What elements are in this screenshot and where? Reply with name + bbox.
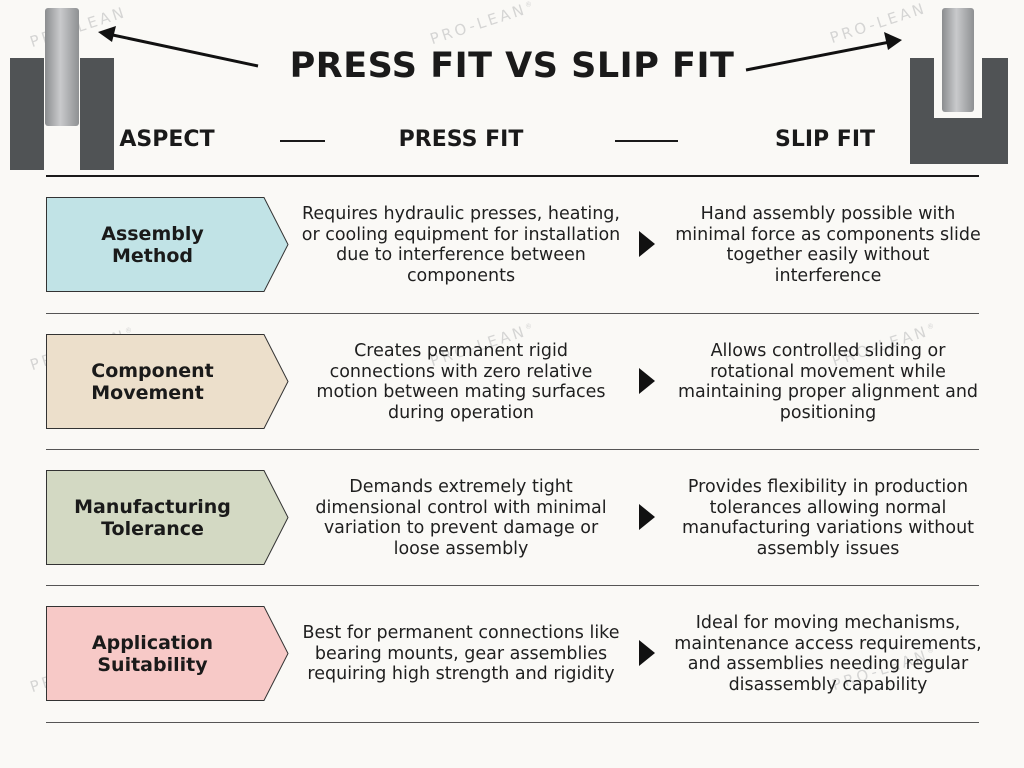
chevron-tag-icon	[46, 334, 289, 429]
slip-fit-cell: Hand assembly possible with minimal forc…	[675, 204, 981, 286]
chevron-tag-icon	[46, 606, 289, 701]
press-fit-pin-icon	[10, 8, 114, 170]
aspect-tag: Component Movement	[46, 334, 289, 429]
row-divider	[46, 722, 979, 723]
column-header-aspect: ASPECT	[119, 127, 215, 152]
watermark: PRO-LEAN®	[427, 0, 534, 49]
row-divider	[46, 585, 979, 586]
chevron-tag-icon	[46, 470, 289, 565]
column-header-slip-fit: SLIP FIT	[774, 127, 876, 152]
aspect-label: Component Movement	[91, 359, 214, 404]
arrow-right-icon	[745, 32, 902, 72]
triangle-arrow-icon	[639, 504, 655, 530]
table-row: Assembly Method Requires hydraulic press…	[0, 177, 1024, 313]
triangle-arrow-icon	[639, 231, 655, 257]
table-top-rule	[46, 175, 979, 177]
aspect-label: Application Suitability	[91, 631, 214, 676]
slip-fit-cell: Allows controlled sliding or rotational …	[677, 341, 979, 423]
triangle-arrow-icon	[639, 368, 655, 394]
page-title: PRESS FIT VS SLIP FIT	[289, 46, 735, 86]
header-divider	[280, 140, 325, 142]
triangle-arrow-icon	[639, 640, 655, 666]
aspect-tag: Application Suitability	[46, 606, 289, 701]
aspect-tag: Assembly Method	[46, 197, 289, 292]
press-fit-cell: Requires hydraulic presses, heating, or …	[301, 204, 621, 286]
aspect-label: Manufacturing Tolerance	[74, 495, 231, 540]
arrow-left-icon	[98, 26, 259, 68]
row-divider	[46, 313, 979, 314]
aspect-label: Assembly Method	[101, 222, 204, 267]
header-divider	[615, 140, 678, 142]
slip-fit-cell: Ideal for moving mechanisms, maintenance…	[674, 613, 982, 695]
aspect-tag: Manufacturing Tolerance	[46, 470, 289, 565]
column-header-press-fit: PRESS FIT	[398, 127, 524, 152]
chevron-tag-icon	[46, 197, 289, 292]
slip-fit-pin-icon	[910, 8, 1008, 164]
row-divider	[46, 449, 979, 450]
table-row: Component Movement Creates permanent rig…	[0, 314, 1024, 450]
slip-fit-cell: Provides flexibility in production toler…	[681, 477, 975, 559]
table-row: Application Suitability Best for permane…	[0, 586, 1024, 722]
table-row: Manufacturing Tolerance Demands extremel…	[0, 450, 1024, 586]
press-fit-cell: Demands extremely tight dimensional cont…	[315, 477, 607, 559]
press-fit-cell: Best for permanent connections like bear…	[302, 623, 620, 685]
press-fit-cell: Creates permanent rigid connections with…	[316, 341, 606, 423]
